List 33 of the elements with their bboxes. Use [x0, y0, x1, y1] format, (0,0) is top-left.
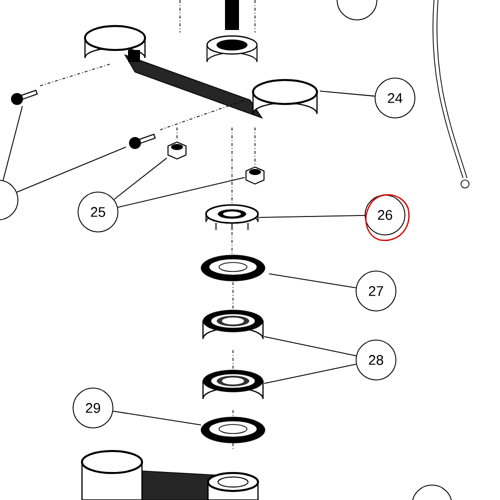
leader-line: [264, 336, 357, 356]
lower-clamp-drawing: [81, 450, 259, 500]
castle-nut-drawing: [205, 204, 259, 230]
leader-line: [176, 127, 178, 140]
leader-line: [117, 176, 246, 208]
washer-drawing: [200, 416, 266, 444]
leader-line: [16, 146, 126, 193]
callout-number: 27: [356, 270, 396, 312]
triple-clamp-drawing: [84, 25, 318, 119]
leader-line: [2, 106, 23, 181]
callout-number: 28: [356, 340, 396, 380]
leader-line: [258, 214, 366, 218]
leader-line: [254, 0, 256, 33]
leader-line: [160, 100, 246, 130]
callout-number: 24: [374, 78, 416, 118]
leader-line: [114, 158, 168, 200]
callout-number: 25: [78, 192, 118, 232]
leader-line: [112, 410, 202, 426]
bolt-drawing: [11, 90, 38, 105]
bearing-drawing: [202, 310, 264, 340]
bearing-drawing: [202, 370, 264, 400]
leader-line: [40, 64, 111, 86]
leader-line: [232, 442, 234, 450]
leader-line: [232, 410, 234, 418]
leader-line: [268, 273, 356, 288]
leader-line: [232, 282, 234, 310]
bolt-drawing: [129, 134, 156, 149]
leader-line: [319, 90, 376, 97]
callout-number: 29: [72, 388, 114, 428]
leader-line: [232, 350, 234, 370]
leader-line: [254, 127, 256, 166]
leader-line: [264, 364, 357, 384]
washer-drawing: [200, 254, 266, 282]
